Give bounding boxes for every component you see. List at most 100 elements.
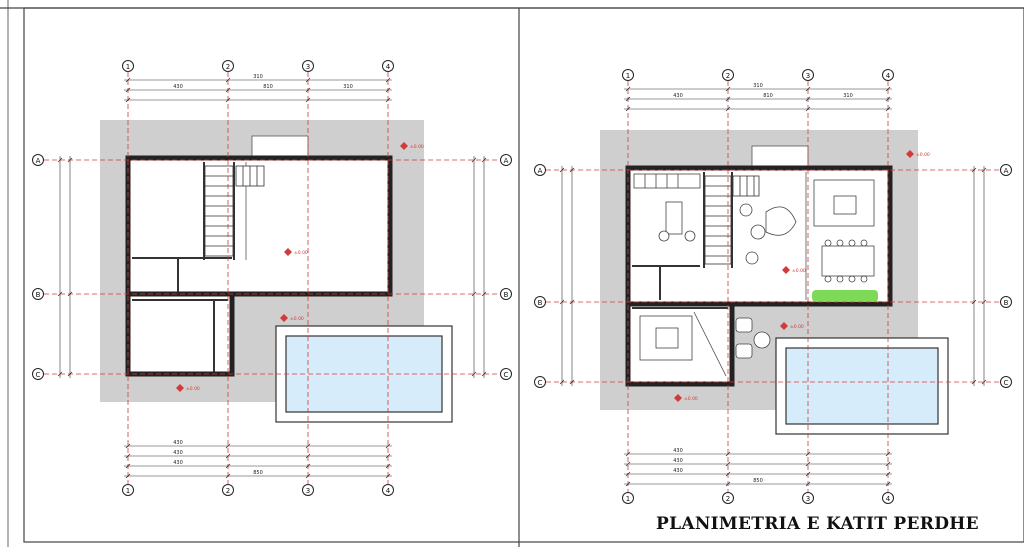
level-marker-icon [906,150,914,158]
dimension-tick [125,473,131,479]
level-marker-icon [782,266,790,274]
dimension-tick [569,299,575,305]
axis-label: A [538,167,543,175]
axis-bubble [500,368,512,380]
axis-label: 1 [126,487,130,495]
level-marker-icon [400,142,408,150]
axis-label: 4 [886,495,891,503]
dimension-tick [57,157,63,163]
axis-label: C [1004,379,1009,387]
axis-bubble [222,60,234,72]
dimension-tick [481,291,487,297]
level-marker-icon [284,248,292,256]
axis-bubble [722,492,734,504]
dimension-tick [885,471,891,477]
dimension-tick [725,451,731,457]
dimension-tick [305,443,311,449]
dimension-tick [225,87,231,93]
dimension-label: 850 [753,478,763,484]
axis-bubble [1000,296,1012,308]
dimension-tick [885,96,891,102]
level-marker-label: ±0.00 [790,324,804,330]
axis-bubble [382,60,394,72]
dimension-tick [305,453,311,459]
dimension-tick [971,299,977,305]
axis-bubble [302,60,314,72]
staircase [704,175,760,265]
axis-label: 3 [306,487,310,495]
dimension-tick [385,87,391,93]
dimension-tick [559,167,565,173]
dimension-tick [481,157,487,163]
dimension-label: 430 [673,448,683,454]
axis-bubble [722,69,734,81]
dimension-label: 850 [253,470,263,476]
axis-bubble [500,154,512,166]
axis-bubble [534,164,546,176]
axis-label: 4 [386,63,391,71]
axis-label: B [504,291,509,299]
axis-bubble [882,492,894,504]
axis-label: A [1004,167,1009,175]
dimension-tick [471,291,477,297]
level-marker-label: ±0.00 [186,386,200,392]
dining-table-left [658,230,759,265]
dimension-tick [67,291,73,297]
dimension-tick [625,106,631,112]
axis-label: C [504,371,509,379]
axis-label: B [1004,299,1009,307]
axis-bubble [622,69,634,81]
axis-label: A [36,157,41,165]
pool [775,337,949,435]
dimension-tick [805,96,811,102]
level-markers: ±0.00±0.00±0.00±0.00 [674,150,930,402]
dimension-tick [559,379,565,385]
dimension-label: 430 [173,440,183,446]
dimension-tick [971,167,977,173]
dimension-tick [885,481,891,487]
dimension-tick [725,106,731,112]
dimension-tick [225,463,231,469]
axis-label: 3 [306,63,310,71]
dimension-label: 810 [763,93,773,99]
dimension-tick [225,473,231,479]
axis-bubble [534,376,546,388]
dimension-tick [305,87,311,93]
axis-bubble [222,484,234,496]
dimension-tick [885,451,891,457]
axis-bubble [302,484,314,496]
dimension-tick [971,379,977,385]
dimension-tick [805,451,811,457]
level-marker-label: ±0.00 [684,396,698,402]
dimension-tick [385,473,391,479]
axis-label: 4 [886,72,891,80]
dimension-label: 430 [673,468,683,474]
dimension-tick [225,77,231,83]
dimension-label: 810 [263,84,273,90]
level-marker-label: ±0.00 [294,250,308,256]
level-marker-icon [674,394,682,402]
dimension-tick [385,97,391,103]
axis-label: A [504,157,509,165]
dimension-label: 310 [343,84,353,90]
dimension-label: 310 [843,93,853,99]
dimension-tick [125,77,131,83]
bedroom-furniture [639,311,727,377]
dimension-label: 430 [673,458,683,464]
dimension-tick [125,87,131,93]
dimension-tick [805,461,811,467]
dimension-tick [305,77,311,83]
axis-bubble [534,296,546,308]
dimension-tick [57,291,63,297]
stair-landing [251,135,309,159]
dimension-label: 310 [253,74,263,80]
level-marker-label: ±0.00 [916,152,930,158]
dimension-tick [125,453,131,459]
dimension-tick [981,167,987,173]
dimension-tick [625,461,631,467]
dimension-tick [67,157,73,163]
